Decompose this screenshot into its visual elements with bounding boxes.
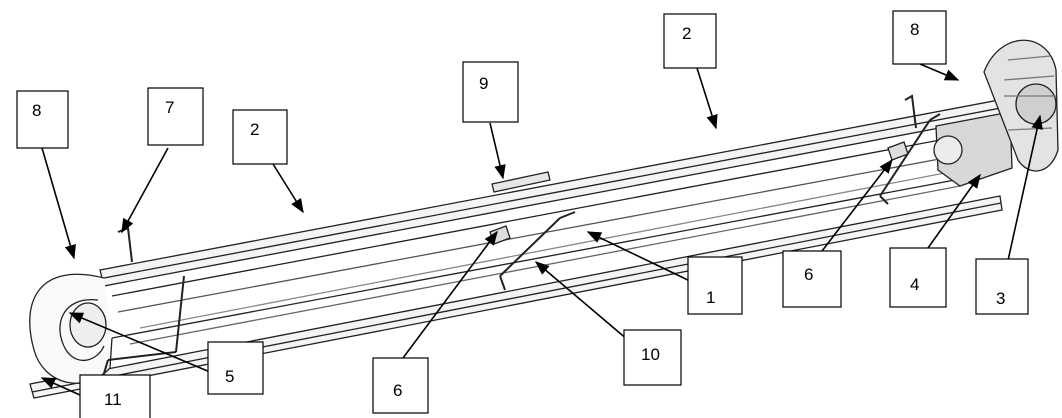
bottom-rail-inner-edge xyxy=(31,202,1002,393)
callout-label: 4 xyxy=(910,275,919,294)
blower-fins xyxy=(1003,55,1056,131)
callout-1: 1 xyxy=(687,256,743,315)
top-rail-inner-edge xyxy=(103,103,1023,279)
callout-label: 10 xyxy=(641,345,660,364)
leader-10 xyxy=(534,261,629,341)
blower-motor xyxy=(1015,83,1057,125)
callout-4: 4 xyxy=(889,247,947,308)
callout-label: 11 xyxy=(104,390,122,409)
callout-8-left: 8 xyxy=(16,90,69,149)
heater-body xyxy=(29,39,1059,399)
callout-label: 2 xyxy=(250,120,259,139)
callout-label: 6 xyxy=(804,265,813,284)
hanger-right xyxy=(879,113,941,205)
leader-6-left xyxy=(399,230,498,363)
u-bend-inner xyxy=(59,299,105,361)
callout-label: 7 xyxy=(165,98,174,117)
callout-label: 8 xyxy=(910,20,919,39)
callout-label: 5 xyxy=(225,367,234,386)
callout-7: 7 xyxy=(147,87,204,146)
hanger-clip-left xyxy=(117,226,133,263)
u-bend-opening xyxy=(69,302,107,348)
leader-3 xyxy=(1004,114,1043,275)
callout-5: 5 xyxy=(207,341,264,395)
callout-label: 8 xyxy=(32,101,41,120)
callout-9: 9 xyxy=(462,61,519,123)
leader-2-left xyxy=(272,163,304,214)
leader-9 xyxy=(489,122,506,180)
callout-10: 10 xyxy=(623,329,682,386)
callout-6-left: 6 xyxy=(372,357,429,414)
callout-label: 1 xyxy=(706,288,715,307)
callout-2-right: 2 xyxy=(663,13,717,69)
callout-11: 11 xyxy=(79,374,151,418)
clamp-right xyxy=(887,141,909,161)
callout-label: 2 xyxy=(682,24,691,43)
hanger-middle xyxy=(499,211,576,291)
callout-label: 9 xyxy=(479,74,488,93)
burner-box xyxy=(935,111,1013,187)
leader-8-right xyxy=(919,63,960,81)
callout-label: 3 xyxy=(996,289,1005,308)
clamp-middle xyxy=(489,225,511,245)
leader-2-right xyxy=(696,67,718,130)
leader-6-right xyxy=(811,158,893,265)
tube-lower-edge xyxy=(111,179,956,339)
leader-lines xyxy=(40,63,1043,396)
callout-3: 3 xyxy=(975,258,1029,315)
leader-11 xyxy=(40,377,81,396)
hanger-clip-right xyxy=(904,94,917,129)
leader-7 xyxy=(121,147,169,234)
reflector-line-b xyxy=(139,171,951,329)
callout-8-right: 8 xyxy=(892,10,947,65)
leader-5 xyxy=(68,312,211,373)
tube-upper-edge xyxy=(111,139,941,297)
leader-1 xyxy=(586,231,693,283)
tube-coupling xyxy=(491,171,551,193)
callout-6-right: 6 xyxy=(782,250,842,308)
callout-label: 6 xyxy=(393,381,402,400)
callouts: 8 7 2 9 2 8 1 6 xyxy=(16,10,1029,418)
tube-mid-line xyxy=(117,157,946,313)
burner-outlet xyxy=(933,135,963,165)
callout-2-left: 2 xyxy=(232,109,288,165)
leader-8-left xyxy=(41,147,76,260)
